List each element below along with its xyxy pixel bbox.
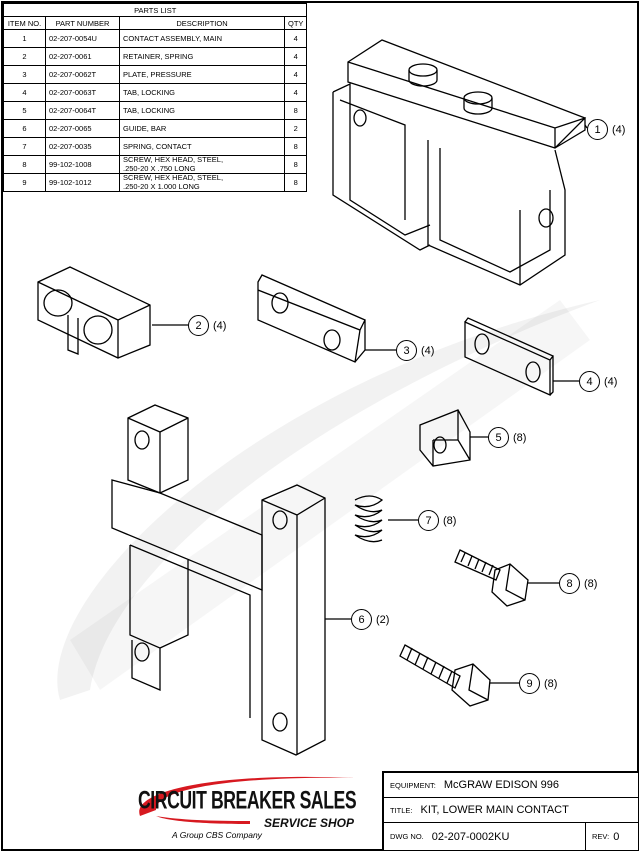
cell-description: SCREW, HEX HEAD, STEEL,.250-20 X 1.000 L… bbox=[119, 173, 285, 192]
description-text: SPRING, CONTACT bbox=[123, 142, 192, 151]
callout-item-8: 8 (8) bbox=[559, 573, 597, 594]
company-logo: CIRCUIT BREAKER SALES SERVICE SHOP A Gro… bbox=[130, 770, 370, 845]
rev-cell: REV:0 bbox=[585, 823, 638, 850]
table-row: 8 99-102-1008 SCREW, HEX HEAD, STEEL,.25… bbox=[3, 155, 308, 174]
logo-sub: SERVICE SHOP bbox=[264, 816, 355, 830]
title-row: TITLE: KIT, LOWER MAIN CONTACT bbox=[384, 798, 638, 823]
callout-item-3: 3 (4) bbox=[396, 340, 434, 361]
description-line-1: SCREW, HEX HEAD, STEEL, bbox=[123, 155, 224, 164]
rev-label: REV: bbox=[592, 832, 610, 841]
callout-item-2: 2 (4) bbox=[188, 315, 226, 336]
callout-qty: (8) bbox=[443, 514, 457, 527]
cell-qty: 8 bbox=[283, 173, 308, 192]
callout-qty: (2) bbox=[376, 613, 390, 626]
callout-item-5: 5 (8) bbox=[488, 427, 526, 448]
callout-number: 1 bbox=[587, 119, 608, 140]
callout-qty: (4) bbox=[612, 123, 626, 136]
callout-number: 4 bbox=[579, 371, 600, 392]
description-text: TAB, LOCKING bbox=[123, 106, 175, 115]
description-two-line: SCREW, HEX HEAD, STEEL,.250-20 X 1.000 L… bbox=[123, 173, 281, 191]
callout-item-1: 1 (4) bbox=[587, 119, 625, 140]
callout-number: 3 bbox=[396, 340, 417, 361]
callout-item-9: 9 (8) bbox=[519, 673, 557, 694]
table-row: 3 02-207-0062T PLATE, PRESSURE 4 bbox=[3, 65, 308, 84]
callout-number: 9 bbox=[519, 673, 540, 694]
part-2-spring-retainer bbox=[37, 266, 188, 359]
table-row: 7 02-207-0035 SPRING, CONTACT 8 bbox=[3, 137, 308, 156]
part-5-locking-tab bbox=[419, 409, 488, 467]
table-row: 1 02-207-0054U CONTACT ASSEMBLY, MAIN 4 bbox=[3, 29, 308, 48]
callout-qty: (8) bbox=[584, 577, 598, 590]
table-row: 9 99-102-1012 SCREW, HEX HEAD, STEEL,.25… bbox=[3, 173, 308, 192]
description-line-2: .250-20 X 1.000 LONG bbox=[123, 181, 200, 191]
part-8-hex-screw bbox=[454, 549, 559, 607]
title-label: TITLE: bbox=[390, 805, 413, 815]
dwg-label: DWG NO. bbox=[390, 832, 424, 841]
callout-item-4: 4 (4) bbox=[579, 371, 617, 392]
parts-list-table: PARTS LIST ITEM NO. PART NUMBER DESCRIPT… bbox=[2, 3, 308, 192]
logo-name: CIRCUIT BREAKER SALES bbox=[138, 787, 357, 815]
callout-number: 5 bbox=[488, 427, 509, 448]
part-1-contact-assembly bbox=[332, 39, 588, 286]
logo-group: A Group CBS Company bbox=[172, 830, 262, 840]
callout-qty: (8) bbox=[544, 677, 558, 690]
callout-number: 6 bbox=[351, 609, 372, 630]
description-text: RETAINER, SPRING bbox=[123, 52, 194, 61]
rev-value: 0 bbox=[613, 830, 620, 843]
callout-qty: (4) bbox=[421, 344, 435, 357]
part-6-guide-bar bbox=[111, 404, 351, 756]
equipment-row: EQUIPMENT: McGRAW EDISON 996 bbox=[384, 773, 638, 798]
callout-qty: (4) bbox=[213, 319, 227, 332]
callout-number: 8 bbox=[559, 573, 580, 594]
part-7-contact-spring bbox=[354, 495, 418, 543]
part-3-pressure-plate bbox=[257, 274, 396, 363]
callout-number: 2 bbox=[188, 315, 209, 336]
description-text: CONTACT ASSEMBLY, MAIN bbox=[123, 34, 223, 43]
description-text: PLATE, PRESSURE bbox=[123, 70, 192, 79]
description-text: GUIDE, BAR bbox=[123, 124, 167, 133]
title-value: KIT, LOWER MAIN CONTACT bbox=[420, 804, 569, 816]
cell-part-number: 99-102-1012 bbox=[45, 173, 120, 192]
logo-swoosh bbox=[139, 776, 355, 824]
callout-item-6: 6 (2) bbox=[351, 609, 389, 630]
callout-item-7: 7 (8) bbox=[418, 510, 456, 531]
equipment-value: McGRAW EDISON 996 bbox=[443, 779, 559, 791]
callout-qty: (8) bbox=[513, 431, 527, 444]
callout-number: 7 bbox=[418, 510, 439, 531]
part-9-hex-screw bbox=[399, 644, 519, 707]
callout-qty: (4) bbox=[604, 375, 618, 388]
dwg-row: DWG NO. 02-207-0002KU REV:0 bbox=[384, 823, 638, 850]
dwg-value: 02-207-0002KU bbox=[431, 830, 510, 843]
description-two-line: SCREW, HEX HEAD, STEEL,.250-20 X .750 LO… bbox=[123, 155, 281, 173]
description-text: TAB, LOCKING bbox=[123, 88, 175, 97]
description-line-1: SCREW, HEX HEAD, STEEL, bbox=[123, 173, 224, 182]
title-block: EQUIPMENT: McGRAW EDISON 996 TITLE: KIT, L… bbox=[382, 771, 638, 850]
equipment-label: EQUIPMENT: bbox=[390, 780, 436, 790]
description-line-2: .250-20 X .750 LONG bbox=[123, 163, 196, 173]
table-row: 5 02-207-0064T TAB, LOCKING 8 bbox=[3, 101, 308, 120]
table-row: 4 02-207-0063T TAB, LOCKING 4 bbox=[3, 83, 308, 102]
part-4-locking-tab bbox=[464, 317, 579, 397]
